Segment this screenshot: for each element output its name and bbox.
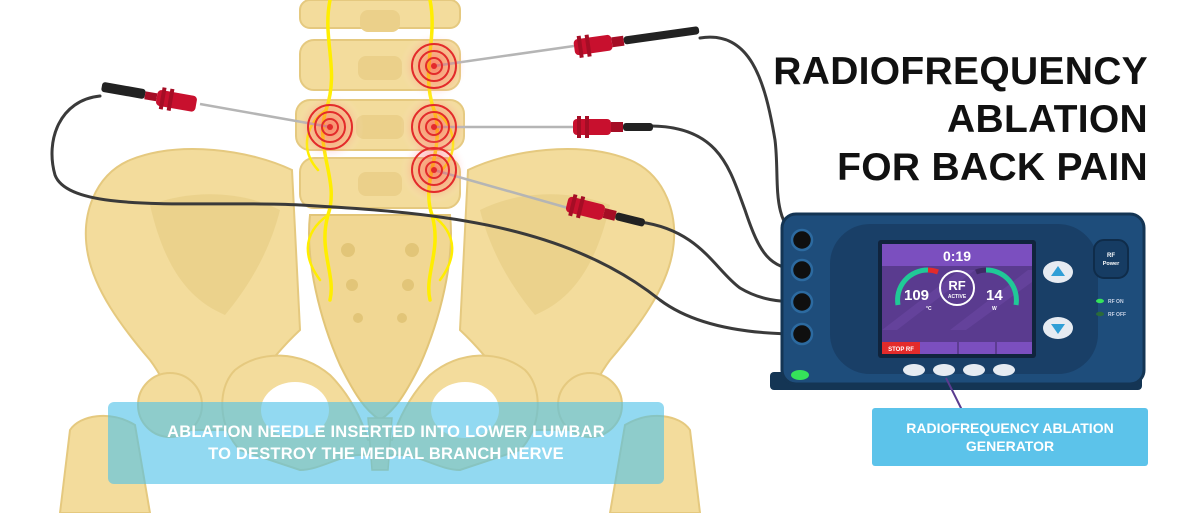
title-line-3: FOR BACK PAIN xyxy=(837,146,1148,189)
triangle-down-icon xyxy=(1051,324,1065,334)
generator-caption-line-1: RADIOFREQUENCY ABLATION xyxy=(906,420,1114,436)
down-button[interactable] xyxy=(1043,317,1073,339)
target-mid-left xyxy=(296,93,364,161)
soft-key-1[interactable] xyxy=(903,364,925,376)
soft-key-2[interactable] xyxy=(933,364,955,376)
soft-key-4[interactable] xyxy=(993,364,1015,376)
timer-readout: 0:19 xyxy=(943,248,971,264)
device-screen: 0:19 109 °C RF ACTIVE 14 W STOP RF xyxy=(878,240,1036,358)
rf-off-label: RF OFF xyxy=(1108,312,1126,318)
jack-4[interactable] xyxy=(790,322,814,346)
status-leds: RF ON RF OFF xyxy=(1096,298,1126,318)
ablation-targets xyxy=(296,32,468,204)
rf-power-button[interactable]: RF Power xyxy=(1093,239,1129,279)
temperature-readout: 109 xyxy=(904,287,929,304)
rf-active-label: RF xyxy=(948,278,965,293)
temperature-unit: °C xyxy=(926,306,932,312)
electrode-cables xyxy=(50,35,802,336)
rf-off-led xyxy=(1096,311,1104,317)
triangle-up-icon xyxy=(1051,266,1065,276)
stop-rf-label: STOP RF xyxy=(888,347,914,353)
rf-power-label-1: RF xyxy=(1107,253,1115,259)
needle-caption-line-1: ABLATION NEEDLE INSERTED INTO LOWER LUMB… xyxy=(167,423,605,441)
ablation-needles xyxy=(101,26,700,227)
rf-on-label: RF ON xyxy=(1108,299,1124,305)
needle-caption: ABLATION NEEDLE INSERTED INTO LOWER LUMB… xyxy=(108,402,664,484)
up-button[interactable] xyxy=(1043,261,1073,283)
generator-caption-line-2: GENERATOR xyxy=(965,438,1055,454)
soft-key-3[interactable] xyxy=(963,364,985,376)
rf-power-label-2: Power xyxy=(1103,261,1120,267)
page-title: RADIOFREQUENCY ABLATION FOR BACK PAIN xyxy=(773,48,1148,192)
soft-keys xyxy=(903,364,1015,376)
electrode-jacks xyxy=(790,228,814,346)
rf-on-led xyxy=(1096,298,1104,304)
title-line-2: ABLATION xyxy=(947,98,1148,141)
needle-caption-line-2: TO DESTROY THE MEDIAL BRANCH NERVE xyxy=(208,445,564,463)
power-unit: W xyxy=(992,306,997,312)
jack-3[interactable] xyxy=(790,290,814,314)
target-upper-right xyxy=(400,32,468,100)
generator-caption: RADIOFREQUENCY ABLATION GENERATOR xyxy=(872,408,1148,466)
stop-rf-button[interactable] xyxy=(882,342,920,354)
rf-active-sub: ACTIVE xyxy=(948,294,967,300)
title-line-1: RADIOFREQUENCY xyxy=(773,50,1148,93)
target-lower-right xyxy=(400,136,468,204)
rf-generator: 0:19 109 °C RF ACTIVE 14 W STOP RF xyxy=(770,212,1146,411)
jack-2[interactable] xyxy=(790,258,814,282)
power-readout: 14 xyxy=(986,287,1003,304)
main-power-indicator xyxy=(791,370,809,380)
jack-1[interactable] xyxy=(790,228,814,252)
